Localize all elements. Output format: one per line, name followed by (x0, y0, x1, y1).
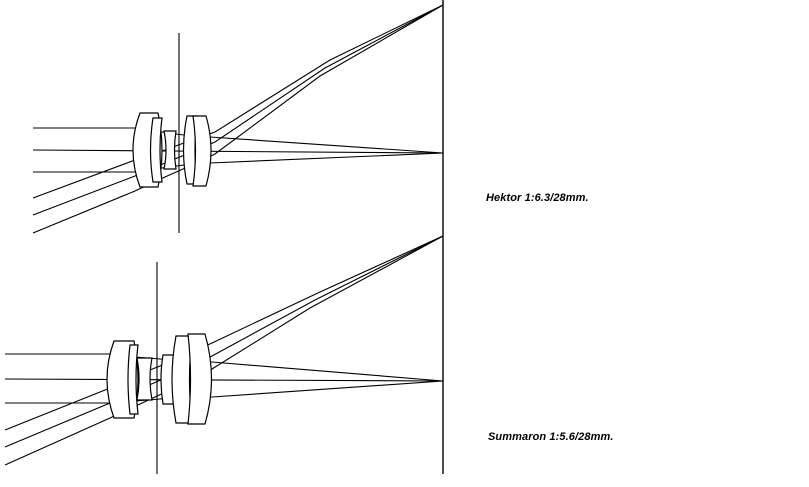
summaron-lens-diagram (4, 233, 444, 474)
summaron-axial-ray (5, 353, 444, 382)
hektor-oblique-ray (32, 4, 444, 216)
summaron-axial-ray (5, 380, 444, 404)
hektor-axial-ray (33, 127, 444, 154)
summaron-oblique-ray (4, 235, 444, 466)
hektor-axial-ray (32, 149, 444, 154)
hektor-oblique-ray (32, 4, 444, 234)
hektor-front-cemented (149, 117, 163, 183)
summaron-lens-group (106, 333, 213, 425)
hektor-caption: Hektor 1:6.3/28mm. (486, 192, 589, 204)
summaron-oblique-rays (4, 235, 444, 466)
hektor-middle-element (163, 130, 177, 170)
summaron-oblique-ray (4, 235, 444, 448)
summaron-rear-element-b (187, 333, 213, 425)
hektor-rear-element-b (192, 115, 212, 187)
summaron-front-cemented (127, 344, 139, 415)
summaron-middle-element-a (136, 357, 153, 401)
hektor-axial-ray (33, 152, 444, 173)
hektor-lens-diagram (32, 0, 444, 234)
hektor-lens-group (132, 112, 212, 188)
summaron-axial-ray (4, 378, 444, 382)
hektor-oblique-ray (32, 4, 444, 199)
hektor-axial-rays (32, 127, 444, 173)
summaron-oblique-ray (4, 235, 444, 431)
summaron-caption: Summaron 1:5.6/28mm. (488, 431, 614, 443)
hektor-oblique-rays (32, 4, 444, 234)
